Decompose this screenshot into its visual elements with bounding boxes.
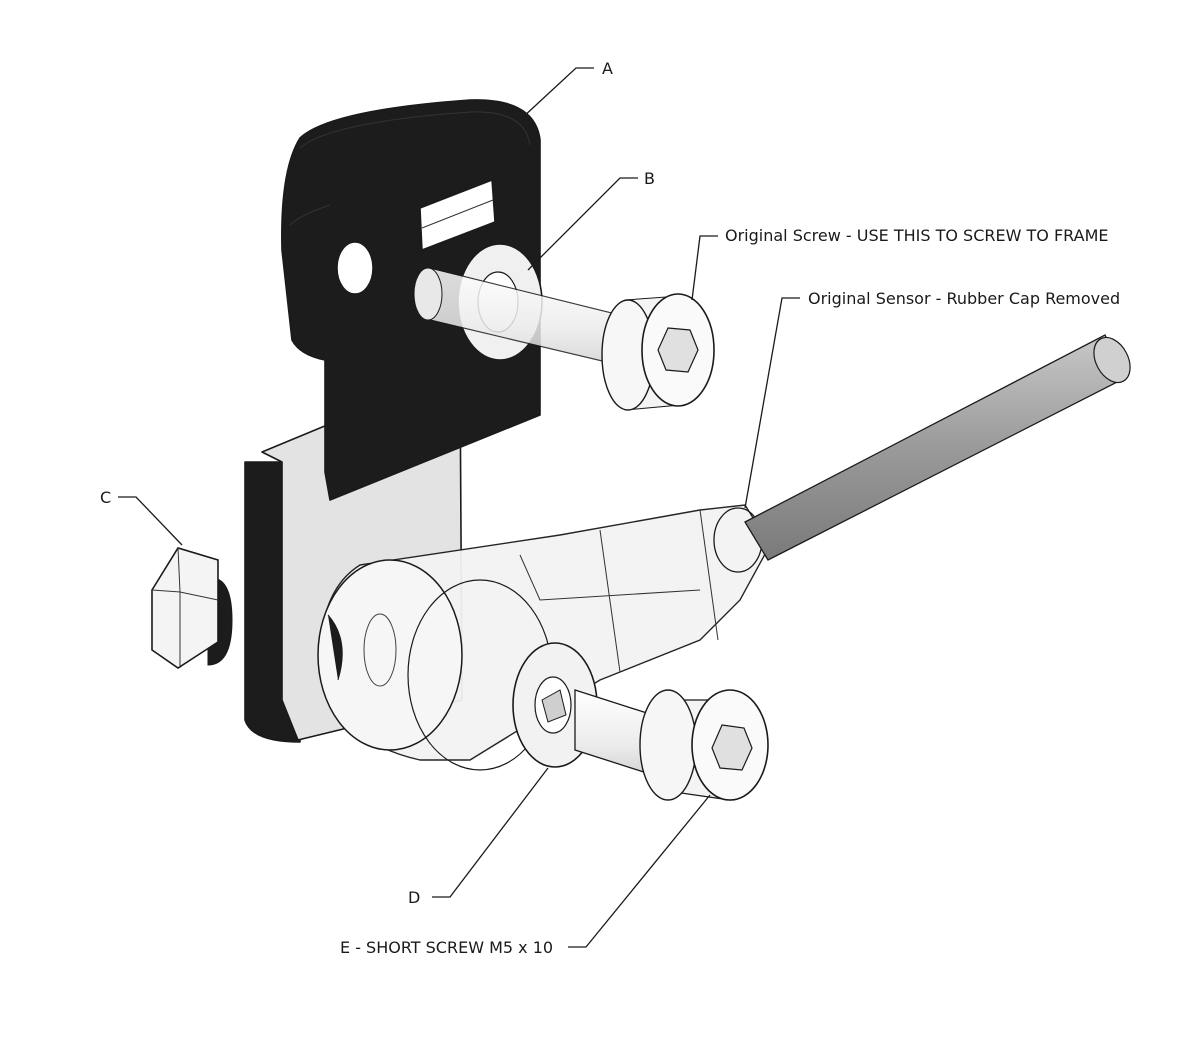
nut-part-c (151, 547, 233, 669)
leader-a (521, 67, 594, 119)
callout-original-screw: Original Screw - USE THIS TO SCREW TO FR… (725, 226, 1108, 245)
bracket-hole (336, 241, 374, 295)
callout-d: D (408, 888, 420, 907)
sensor-rod (744, 334, 1131, 561)
callout-c: C (100, 488, 111, 507)
leader-e (568, 794, 711, 948)
original-frame-screw (413, 267, 715, 411)
callout-original-sensor: Original Sensor - Rubber Cap Removed (808, 289, 1120, 308)
callout-e: E - SHORT SCREW M5 x 10 (340, 938, 553, 957)
leader-b (527, 177, 638, 271)
leader-lines (118, 67, 800, 948)
short-screw-part-e (574, 689, 769, 801)
leader-original-screw (691, 235, 718, 301)
leader-d (432, 767, 549, 898)
leader-c (118, 496, 183, 546)
bracket-slot (419, 178, 496, 252)
callout-b: B (644, 169, 655, 188)
callout-a: A (602, 59, 613, 78)
leader-original-sensor (744, 297, 800, 509)
